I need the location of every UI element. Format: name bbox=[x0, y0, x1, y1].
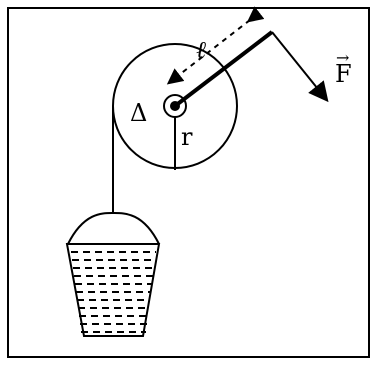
bucket-liquid bbox=[71, 251, 156, 333]
radius-label: r bbox=[181, 123, 193, 151]
bucket-handle bbox=[67, 211, 160, 245]
bucket-icon bbox=[65, 243, 161, 337]
diagram-frame bbox=[7, 7, 370, 358]
force-label: F bbox=[335, 60, 352, 88]
force-vector-arrow: → bbox=[336, 48, 349, 67]
force-arrow-icon bbox=[271, 31, 329, 103]
length-label: ℓ bbox=[196, 36, 206, 64]
length-dimension-arrow bbox=[166, 6, 265, 85]
axis-label: Δ bbox=[130, 99, 147, 127]
